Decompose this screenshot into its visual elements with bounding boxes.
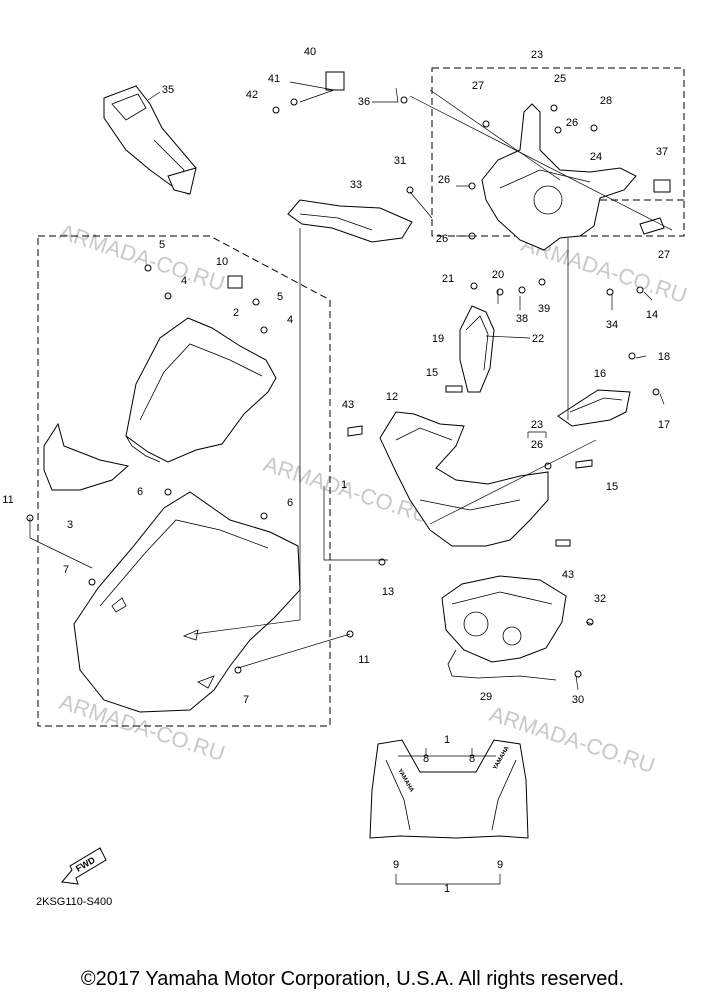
callout-6: 6	[287, 497, 293, 509]
callout-27: 27	[472, 80, 484, 92]
callout-14: 14	[646, 309, 658, 321]
leader-lines	[29, 81, 673, 885]
callout-43: 43	[342, 399, 354, 411]
callout-27: 27	[658, 249, 670, 261]
lower-trim-piece	[43, 422, 130, 491]
callout-32: 32	[594, 593, 606, 605]
callout-30: 30	[572, 694, 584, 706]
wire-harness	[447, 649, 557, 681]
callout-15: 15	[426, 367, 438, 379]
callout-4: 4	[181, 275, 187, 287]
callout-21: 21	[442, 273, 454, 285]
diagram-code: 2KSG110-S400	[36, 896, 112, 908]
headlight-assembly	[441, 575, 567, 663]
callout-37: 37	[656, 146, 668, 158]
callout-25: 25	[554, 73, 566, 85]
callout-1: 1	[341, 479, 347, 491]
callout-24: 24	[590, 151, 602, 163]
callout-40: 40	[304, 46, 316, 58]
inner-panel	[379, 411, 549, 547]
cowling-stay	[481, 103, 637, 251]
callout-34: 34	[606, 319, 618, 331]
callout-43: 43	[562, 569, 574, 581]
air-duct	[557, 389, 631, 427]
cowling-group-box	[37, 235, 331, 727]
callout-8: 8	[423, 753, 429, 765]
meter-panel	[459, 305, 495, 393]
callout-31: 31	[394, 155, 406, 167]
callout-10: 10	[216, 256, 228, 268]
callout-26: 26	[566, 117, 578, 129]
copyright-notice: ©2017 Yamaha Motor Corporation, U.S.A. A…	[80, 968, 625, 990]
callout-36: 36	[358, 96, 370, 108]
rear-view-mirror	[103, 85, 197, 195]
windscreen	[125, 317, 277, 463]
callout-17: 17	[658, 419, 670, 431]
callout-16: 16	[594, 368, 606, 380]
callout-4: 4	[287, 314, 293, 326]
callout-38: 38	[516, 313, 528, 325]
callout-8: 8	[469, 753, 475, 765]
callout-13: 13	[382, 586, 394, 598]
callouts: 1 1 1 2 3 4 4 5 5 6 6 7 7 8 8 9 9 10 11 …	[2, 46, 670, 895]
callout-7: 7	[243, 694, 249, 706]
callout-26: 26	[438, 174, 450, 186]
callout-23: 23	[531, 49, 543, 61]
callout-26: 26	[531, 439, 543, 451]
callout-15: 15	[606, 481, 618, 493]
callout-5: 5	[159, 239, 165, 251]
callout-11: 11	[358, 654, 369, 666]
decal-set: YAMAHA YAMAHA	[369, 739, 529, 839]
callout-6: 6	[137, 486, 143, 498]
callout-3: 3	[67, 519, 73, 531]
front-cowling	[73, 491, 301, 713]
callout-41: 41	[268, 73, 280, 85]
callout-1: 1	[444, 883, 450, 895]
callout-33: 33	[350, 179, 362, 191]
callout-20: 20	[492, 269, 504, 281]
callout-42: 42	[246, 89, 258, 101]
side-panel	[287, 199, 413, 243]
callout-18: 18	[658, 351, 670, 363]
callout-11: 11	[2, 494, 13, 506]
forward-direction-arrow: FWD	[61, 847, 107, 885]
callout-1: 1	[444, 734, 450, 746]
callout-9: 9	[497, 859, 503, 871]
callout-39: 39	[538, 303, 550, 315]
callout-29: 29	[480, 691, 492, 703]
callout-19: 19	[432, 333, 444, 345]
watermark: ARMADA-CO.RU	[56, 219, 228, 296]
callout-26: 26	[436, 233, 448, 245]
fasteners	[26, 71, 671, 678]
callout-28: 28	[600, 95, 612, 107]
callout-7: 7	[63, 564, 69, 576]
callout-5: 5	[277, 291, 283, 303]
callout-9: 9	[393, 859, 399, 871]
callout-35: 35	[162, 84, 174, 96]
callout-2: 2	[233, 307, 239, 319]
callout-12: 12	[386, 391, 398, 403]
callout-23: 23	[531, 419, 543, 431]
callout-22: 22	[532, 333, 544, 345]
